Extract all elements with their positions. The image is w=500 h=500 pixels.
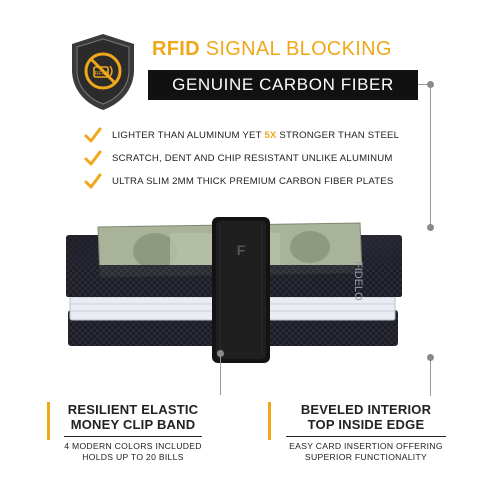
caption-right-sub-2: SUPERIOR FUNCTIONALITY — [304, 452, 428, 462]
heading-rfid: RFID SIGNAL BLOCKING — [152, 38, 392, 61]
engraving-text: FIDELO — [352, 261, 364, 301]
feature-item-1: LIGHTER THAN ALUMINUM YET 5X STRONGER TH… — [84, 126, 399, 144]
caption-right-title-1: BEVELED INTERIOR — [300, 402, 432, 417]
caption-right-sub-1: EASY CARD INSERTION OFFERING — [289, 441, 443, 451]
caption-left-sub-2: HOLDS UP TO 20 BILLS — [82, 452, 184, 462]
rfid-shield-icon: RFID — [72, 34, 134, 110]
check-icon — [84, 173, 102, 189]
caption-right: BEVELED INTERIOR TOP INSIDE EDGE EASY CA… — [280, 402, 452, 463]
badge-text: RFID — [95, 71, 108, 77]
callout-dot-top — [427, 81, 434, 88]
accent-bar-left — [47, 402, 50, 440]
heading-rfid-rest: SIGNAL BLOCKING — [199, 38, 392, 60]
callout-line-vertical — [430, 88, 431, 228]
callout-dot-band — [427, 224, 434, 231]
callout-dot-left — [217, 350, 224, 357]
heading-banner: GENUINE CARBON FIBER — [148, 70, 418, 100]
caption-right-title-2: TOP INSIDE EDGE — [307, 417, 425, 432]
feature-text-2: SCRATCH, DENT AND CHIP RESISTANT UNLIKE … — [112, 152, 393, 164]
callout-dot-right — [427, 354, 434, 361]
feature-item-2: SCRATCH, DENT AND CHIP RESISTANT UNLIKE … — [84, 149, 393, 167]
brand-mark: F — [237, 242, 246, 258]
caption-left-title-2: MONEY CLIP BAND — [70, 417, 196, 432]
caption-left-title-1: RESILIENT ELASTIC — [67, 402, 199, 417]
feature-text-3: ULTRA SLIM 2MM THICK PREMIUM CARBON FIBE… — [112, 175, 394, 187]
feature-text-1: LIGHTER THAN ALUMINUM YET 5X STRONGER TH… — [112, 129, 400, 141]
heading-rfid-word: RFID — [152, 38, 200, 60]
caption-right-rule — [286, 436, 446, 437]
check-icon — [84, 127, 102, 143]
caption-left: RESILIENT ELASTIC MONEY CLIP BAND 4 MODE… — [58, 402, 208, 463]
feature-item-3: ULTRA SLIM 2MM THICK PREMIUM CARBON FIBE… — [84, 172, 393, 190]
callout-line-right — [430, 358, 431, 396]
caption-left-rule — [64, 436, 202, 437]
caption-left-sub-1: 4 MODERN COLORS INCLUDED — [64, 441, 202, 451]
check-icon — [84, 150, 102, 166]
wallet-product-image: FIDELO F — [66, 217, 402, 363]
callout-line-top — [418, 84, 432, 85]
feature-highlight: 5X — [264, 129, 277, 141]
callout-line-left — [220, 355, 221, 395]
accent-bar-right — [268, 402, 271, 440]
